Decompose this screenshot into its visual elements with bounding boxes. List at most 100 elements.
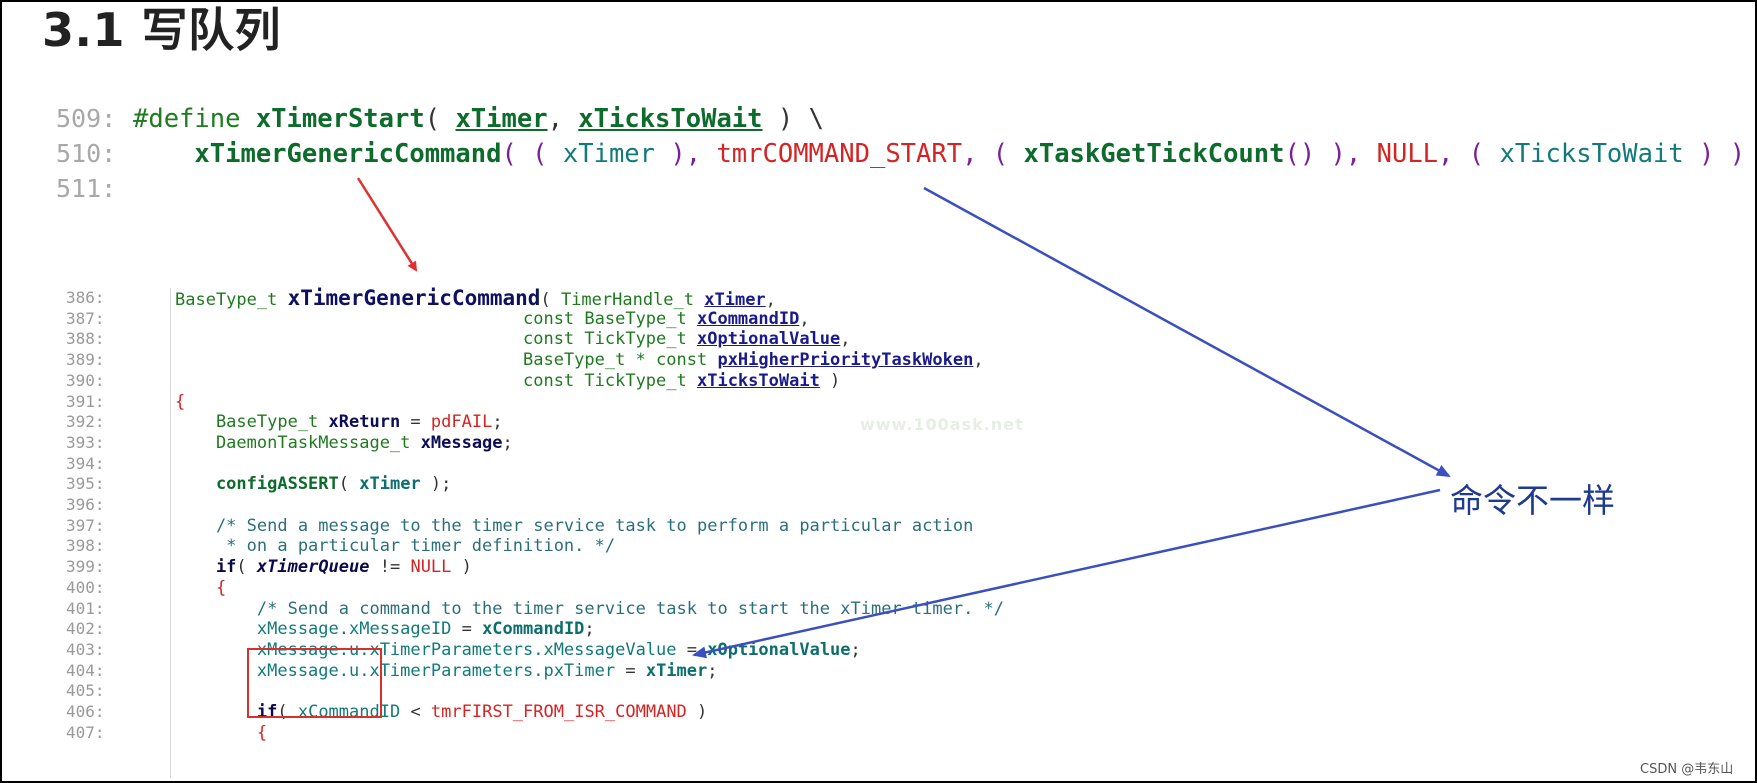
code-token: xTimerStart <box>255 104 425 134</box>
code-token: xTimer <box>455 104 548 134</box>
code-token: const TickType_t <box>175 329 697 350</box>
code-token: xOptionalValue <box>696 329 841 350</box>
line-number: 395: <box>66 474 105 494</box>
code-token: ( <box>236 557 257 578</box>
code-text: if( xTimerQueue != NULL ) <box>175 556 472 579</box>
code-text: const BaseType_t xCommandID, <box>175 308 810 331</box>
line-number: 402: <box>66 619 105 639</box>
code-token: = <box>451 619 483 640</box>
code-token: xMessage.xMessageID <box>175 619 452 640</box>
code-text: xTimerGenericCommand( ( xTimer ), tmrCOM… <box>133 135 1745 173</box>
code-token: , <box>840 329 851 350</box>
code-token: xReturn <box>328 412 401 433</box>
code-token: , <box>799 308 810 329</box>
code-token: , <box>547 104 579 134</box>
code-token: pxHigherPriorityTaskWoken <box>717 350 974 371</box>
code-text: /* Send a command to the timer service t… <box>175 598 1004 621</box>
code-text: const TickType_t xTicksToWait ) <box>175 370 840 393</box>
xmessage-highlight-box <box>247 648 382 718</box>
faint-watermark: www.100ask.net <box>860 415 1024 434</box>
code-text: { <box>175 722 267 745</box>
code-token: xCommandID <box>482 619 585 640</box>
code-token: ); <box>420 474 452 495</box>
line-number: 397: <box>66 515 105 535</box>
code-token: BaseType_t <box>175 412 329 433</box>
code-text: const TickType_t xOptionalValue, <box>175 328 851 351</box>
code-token: /* Send a command to the timer service t… <box>175 598 1005 619</box>
code-token: xTimer <box>562 139 656 169</box>
line-number: 392: <box>66 412 105 432</box>
code-token: = <box>615 660 646 681</box>
line-number: 510: <box>56 139 117 168</box>
line-number: 396: <box>66 495 105 514</box>
line-number: 388: <box>66 329 105 349</box>
code-text: * on a particular timer definition. */ <box>175 535 615 558</box>
line-number: 390: <box>66 370 105 390</box>
code-token: ; <box>707 660 718 681</box>
code-token: xTimerGenericCommand <box>287 286 541 310</box>
code-token: xTimerGenericCommand <box>133 139 502 169</box>
code-token: { <box>175 391 186 412</box>
code-token: < <box>400 702 431 722</box>
code-token: xTaskGetTickCount <box>1023 139 1285 169</box>
code-token: #define <box>133 104 256 134</box>
code-token: , <box>973 350 984 371</box>
code-token: ) <box>686 702 708 722</box>
code-token: { <box>175 722 268 743</box>
code-token: pdFAIL <box>430 412 493 433</box>
code-token: ) \ <box>762 104 824 134</box>
code-token: xMessage <box>420 432 503 453</box>
line-number: 509: <box>56 104 117 133</box>
code-token: () ), <box>1284 139 1377 169</box>
line-number: 394: <box>66 453 105 473</box>
code-token: const BaseType_t <box>175 308 697 329</box>
line-number: 386: <box>66 288 105 307</box>
line-number: 399: <box>66 557 105 577</box>
code-token: xMessage.u.xTimerParameters.xMessageValu… <box>175 639 677 660</box>
code-token: if <box>175 557 237 578</box>
code-token: xTicksToWait <box>696 370 820 391</box>
code-token: ; <box>502 432 513 453</box>
line-number: 511: <box>56 174 117 203</box>
blue-arrow-to-command <box>692 488 1441 659</box>
code-token: , ( <box>1438 139 1500 169</box>
line-number: 406: <box>66 702 105 721</box>
code-token: xTimer <box>645 660 708 681</box>
code-token: xCommandID <box>696 308 800 329</box>
red-arrow <box>356 177 418 272</box>
code-text: /* Send a message to the timer service t… <box>175 515 973 538</box>
code-text: xMessage.u.xTimerParameters.pxTimer = xT… <box>175 660 718 683</box>
code-text: BaseType_t xReturn = pdFAIL; <box>175 411 503 434</box>
code-text: configASSERT( xTimer ); <box>175 473 451 496</box>
code-token: ) <box>819 370 841 391</box>
code-token: BaseType_t <box>175 290 288 310</box>
line-number: 391: <box>66 391 105 411</box>
code-token: ) ) <box>1683 139 1746 169</box>
code-token: * on a particular timer definition. */ <box>175 536 616 557</box>
code-token: ( <box>424 104 456 134</box>
code-token: ( <box>338 474 360 495</box>
code-text: { <box>175 577 226 600</box>
code-token: { <box>175 577 227 598</box>
code-token: ( <box>277 702 298 722</box>
line-number: 400: <box>66 577 105 597</box>
code-token: ; <box>850 639 861 660</box>
line-number: 398: <box>66 536 105 556</box>
code-token: TimerHandle_t <box>560 290 705 310</box>
section-heading: 3.1 写队列 <box>42 3 282 57</box>
code-token: xTimer <box>704 290 766 310</box>
code-token: = <box>676 639 708 660</box>
line-number: 405: <box>66 681 105 701</box>
code-token: const TickType_t <box>175 370 697 391</box>
line-number: 404: <box>66 660 105 680</box>
code-text: BaseType_t xTimerGenericCommand( TimerHa… <box>175 287 776 312</box>
code-token: ), <box>655 139 717 169</box>
code-text: xMessage.xMessageID = xCommandID; <box>175 618 595 641</box>
code-text: BaseType_t * const pxHigherPriorityTaskW… <box>175 349 984 372</box>
code-token: xTicksToWait <box>1499 139 1684 169</box>
code-token: BaseType_t * const <box>175 350 718 371</box>
line-number: 407: <box>66 722 105 742</box>
code-token: ) <box>451 557 472 578</box>
